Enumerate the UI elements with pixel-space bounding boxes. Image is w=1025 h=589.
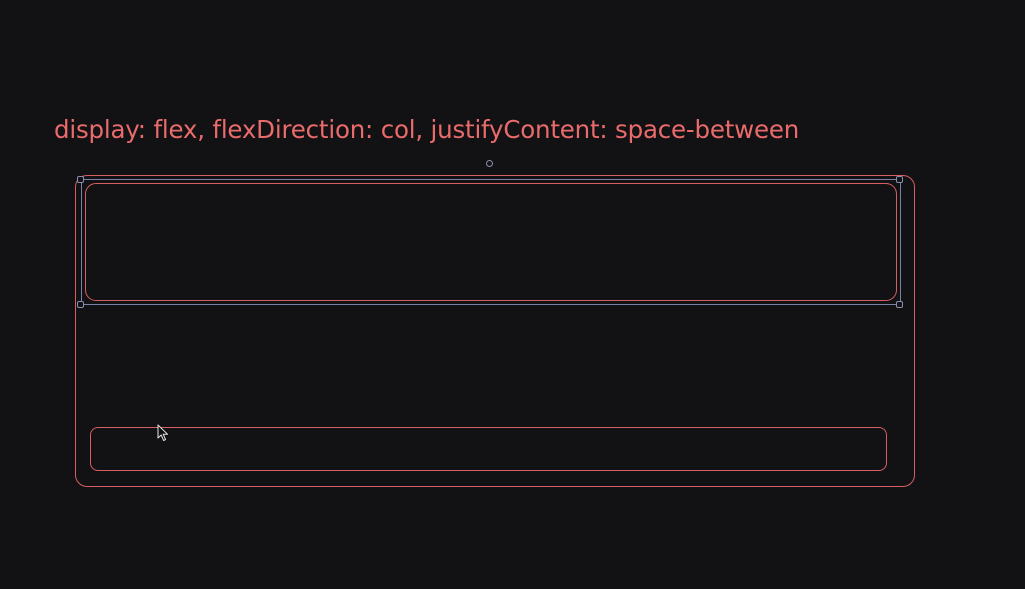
resize-handle-bottom-left[interactable] — [77, 301, 84, 308]
rotate-handle[interactable] — [486, 160, 493, 167]
resize-handle-bottom-right[interactable] — [896, 301, 903, 308]
resize-handle-top-left[interactable] — [77, 176, 84, 183]
resize-handle-top-right[interactable] — [896, 176, 903, 183]
selection-outline — [81, 179, 901, 305]
flex-caption: display: flex, flexDirection: col, justi… — [54, 115, 800, 144]
flex-child-bottom[interactable] — [90, 427, 887, 471]
flex-child-top[interactable] — [85, 183, 897, 301]
flex-container[interactable] — [75, 175, 915, 487]
mouse-pointer-icon — [157, 424, 168, 441]
